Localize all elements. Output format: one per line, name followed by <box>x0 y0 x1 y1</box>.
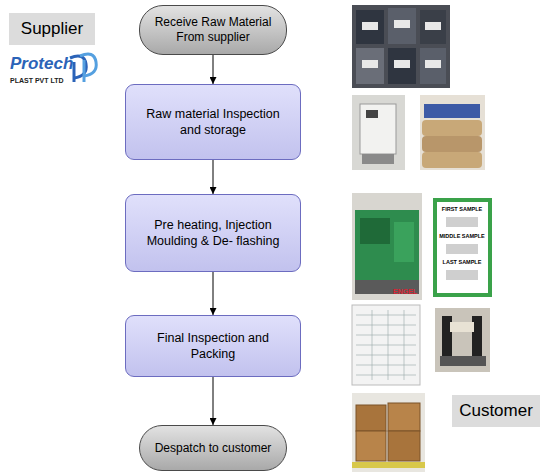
logo-mark <box>70 54 96 82</box>
flow-arrow <box>213 160 214 194</box>
node-text: Receive Raw Material From supplier <box>150 15 276 45</box>
photo-inspection-report <box>352 305 420 385</box>
flow-arrow <box>213 272 214 315</box>
photo-storage-bags <box>420 95 485 170</box>
photo-moulding-machine <box>352 193 422 300</box>
node-text: Raw material Inspection and storage <box>136 106 290 139</box>
sample-label: MIDDLE SAMPLE <box>439 233 485 239</box>
logo-subtext: PLAST PVT LTD <box>10 77 64 85</box>
flow-arrow <box>213 377 214 425</box>
node-text: Pre heating, Injection Moulding & De- fl… <box>136 217 290 250</box>
node-text: Despatch to customer <box>155 441 272 456</box>
sample-label: FIRST SAMPLE <box>442 206 482 212</box>
photo-despatch-boxes <box>352 393 425 472</box>
process-box: Pre heating, Injection Moulding & De- fl… <box>125 194 301 272</box>
photo-tester <box>352 95 405 170</box>
node-text: Final Inspection and Packing <box>136 330 290 363</box>
node-text: Customer <box>459 401 533 421</box>
terminal-box: Despatch to customer <box>139 425 287 471</box>
actor-tag: Supplier <box>9 13 95 45</box>
flow-arrow <box>213 55 214 84</box>
sample-label: LAST SAMPLE <box>443 259 482 265</box>
process-box: Raw material Inspection and storage <box>125 84 301 160</box>
photo-raw-material <box>352 5 450 88</box>
photo-packing-machine <box>435 308 490 372</box>
node-text: Supplier <box>21 19 83 39</box>
actor-tag: Customer <box>452 395 540 427</box>
terminal-box: Receive Raw Material From supplier <box>139 5 287 55</box>
process-box: Final Inspection and Packing <box>125 315 301 377</box>
machine-brand: ENGEL <box>393 288 417 296</box>
logo-text: Protech <box>10 55 73 74</box>
photo-sample-board <box>435 200 490 295</box>
